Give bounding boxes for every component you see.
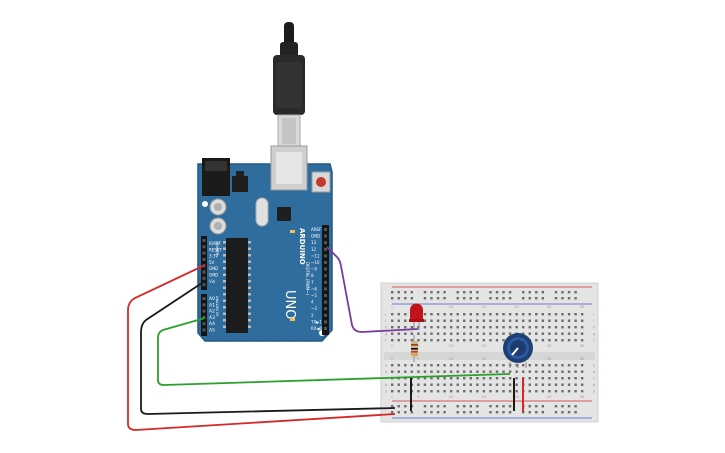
breadboard-row-label: h — [593, 326, 595, 330]
digital-pin-label: RX◀0 — [311, 326, 323, 331]
potentiometer[interactable] — [503, 333, 533, 368]
analog-pin-label: A1 — [209, 302, 215, 308]
digital-pin-label: 8 — [311, 273, 314, 278]
breadboard-column-label: 30 — [580, 344, 584, 348]
digital-pin-label: 13 — [311, 240, 317, 245]
power-pin-label: GND — [209, 266, 218, 271]
breadboard-column-label: 1 — [391, 357, 393, 361]
breadboard-row-label: g — [593, 332, 595, 336]
digital-pin-label: 4 — [311, 300, 314, 305]
digital-pin-label: ~5 — [311, 293, 317, 298]
breadboard-column-label: 5 — [417, 395, 419, 399]
breadboard-column-label: 30 — [580, 305, 584, 309]
power-header[interactable] — [201, 236, 207, 290]
arduino-board[interactable]: ARDUINO UNO DIGITAL (PWM~) AREFGND1312~1… — [197, 145, 333, 342]
breadboard-column-label: 25 — [547, 395, 551, 399]
breadboard-row-label: i — [385, 319, 386, 323]
digital-pin-label: ~3 — [311, 306, 317, 311]
digital-pin-label: 2 — [311, 313, 314, 318]
analog-pin-label: A2 — [209, 309, 215, 315]
wire-5v[interactable] — [127, 264, 396, 431]
breadboard-column-label: 10 — [449, 344, 453, 348]
analog-pin-label: A0 — [209, 296, 215, 302]
breadboard-row-label: e — [593, 364, 596, 368]
breadboard-column-label: 20 — [514, 395, 518, 399]
breadboard-column-label: 30 — [580, 357, 584, 361]
power-pin-label: Vin — [209, 279, 216, 284]
power-section-label: POWER — [215, 242, 219, 256]
digital-header[interactable] — [322, 225, 329, 335]
analog-section-label: ANALOG IN — [215, 296, 219, 316]
analog-pin-label: A3 — [209, 315, 215, 321]
arduino-brand: ARDUINO — [298, 228, 306, 265]
digital-section-label: DIGITAL (PWM~) — [305, 262, 310, 296]
analog-pin-label: A5 — [209, 328, 215, 334]
power-pin-label: IOREF — [209, 241, 222, 246]
breadboard-row-label: d — [593, 370, 595, 374]
breadboard-row-label: b — [593, 383, 596, 387]
digital-pin-label: AREF — [311, 227, 322, 232]
breadboard-column-label: 1 — [391, 395, 393, 399]
power-pin-label: GND — [209, 273, 218, 278]
digital-pin-label: 12 — [311, 247, 317, 252]
breadboard-column-label: 5 — [417, 357, 419, 361]
digital-pin-label: ~6 — [311, 286, 317, 291]
breadboard-column-label: 20 — [514, 305, 518, 309]
breadboard-column-label: 1 — [391, 344, 393, 348]
digital-pin-label: ~9 — [311, 267, 317, 272]
power-pin-label: RESET — [209, 247, 222, 252]
analog-header[interactable] — [201, 294, 207, 336]
breadboard-row-label: c — [593, 377, 595, 381]
usb-cable[interactable] — [273, 22, 305, 148]
breadboard-column-label: 15 — [482, 395, 486, 399]
breadboard-row-label: j — [592, 313, 594, 317]
digital-pin-label: 7 — [311, 280, 314, 285]
breadboard-row-label: a — [385, 390, 387, 394]
power-pin-label: 5V — [209, 260, 215, 265]
analog-pin-label: A4 — [209, 321, 215, 327]
breadboard-column-label: 15 — [482, 344, 486, 348]
breadboard-column-label: 1 — [391, 305, 393, 309]
breadboard-row-label: i — [593, 319, 594, 323]
breadboard-column-label: 15 — [482, 305, 486, 309]
breadboard-column-label: 25 — [547, 305, 551, 309]
breadboard-row-label: j — [384, 313, 386, 317]
led[interactable] — [409, 303, 424, 330]
breadboard-row-label: b — [385, 383, 388, 387]
breadboard-column-label: 15 — [482, 357, 486, 361]
digital-pin-label: ~11 — [311, 253, 320, 258]
breadboard-column-label: 10 — [449, 305, 453, 309]
breadboard-column-label: 25 — [547, 357, 551, 361]
breadboard-row-label: g — [385, 332, 387, 336]
breadboard-row-label: e — [385, 364, 388, 368]
breadboard-column-label: 25 — [547, 344, 551, 348]
digital-pin-label: ~10 — [311, 260, 320, 265]
digital-pin-label: GND — [311, 234, 320, 239]
breadboard-row-label: a — [593, 390, 595, 394]
resistor[interactable] — [411, 335, 418, 362]
breadboard-column-label: 10 — [449, 357, 453, 361]
breadboard-row-label: d — [385, 370, 387, 374]
breadboard-row-label: f — [385, 339, 387, 343]
arduino-model: UNO — [282, 290, 297, 319]
microcontroller-chip — [226, 238, 248, 333]
breadboard-row-label: f — [593, 339, 595, 343]
power-pin-label: 3.3V — [209, 254, 218, 259]
wire-digital[interactable] — [326, 246, 419, 333]
breadboard-column-label: 10 — [449, 395, 453, 399]
breadboard-column-label: 5 — [417, 344, 419, 348]
wire-gnd[interactable] — [140, 280, 396, 415]
digital-pin-label: TX▶1 — [310, 319, 322, 324]
wire-analog[interactable] — [157, 317, 511, 386]
breadboard-row-label: h — [385, 326, 387, 330]
breadboard-column-label: 30 — [580, 395, 584, 399]
